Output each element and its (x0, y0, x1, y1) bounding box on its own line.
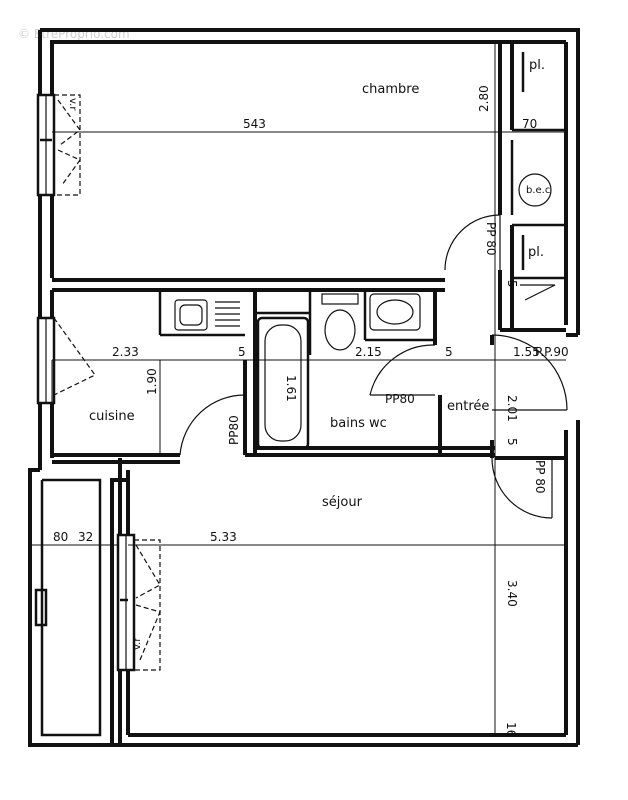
dim-wall-5d: 5 (505, 280, 519, 288)
room-sejour: séjour (322, 495, 363, 510)
dim-wall-5c: 5 (505, 438, 519, 446)
door-pp80-sejour: PP 80 (533, 460, 547, 494)
room-cuisine: cuisine (89, 409, 135, 424)
water-heater-bec: b.e.c (526, 185, 550, 196)
door-pp80-bath: PP80 (385, 392, 415, 406)
room-labels: chambre cuisine bains wc entrée séjour p… (89, 58, 550, 510)
bathtub (256, 316, 310, 450)
dimension-lines (30, 42, 566, 735)
dim-entree-width: 1.55 (513, 345, 540, 359)
closet-pl-mid: pl. (528, 245, 544, 260)
dim-kitchen-depth: 1.90 (145, 368, 159, 395)
dim-closet-width: 70 (522, 117, 537, 131)
dimension-labels: 543 2.80 70 2.33 1.90 5 2.15 5 1.55 P.P.… (53, 85, 569, 737)
window-vr-bottom-label: v.r (132, 637, 143, 650)
water-heater (518, 173, 552, 207)
dim-bath-depth: 1.61 (284, 375, 298, 402)
washbasin (369, 293, 421, 331)
outer-walls (28, 28, 580, 747)
dim-sejour-width: 5.33 (210, 530, 237, 544)
windows: v.r v.r (34, 93, 161, 672)
dim-bottom-16: 16 (504, 722, 518, 737)
window-vr-top-label: v.r (67, 98, 78, 111)
room-chambre: chambre (362, 82, 419, 97)
closet-pl-top: pl. (529, 58, 545, 73)
door-labels: PP 80 PP80 PP80 PP 80 (227, 222, 547, 494)
room-bains-wc: bains wc (330, 416, 387, 431)
dim-kitchen-width: 2.33 (112, 345, 139, 359)
dim-bath-width: 2.15 (355, 345, 382, 359)
fixtures (174, 52, 552, 450)
dim-wall-5a: 5 (238, 345, 246, 359)
dim-door-pp90: P.P.90 (535, 345, 569, 359)
dim-sejour-depth: 3.40 (505, 580, 519, 607)
dim-balcony-a: 80 (53, 530, 68, 544)
dim-entree-depth: 2.01 (505, 395, 519, 422)
dim-chambre-width: 543 (243, 117, 266, 131)
dim-chambre-depth: 2.80 (477, 85, 491, 112)
toilet (321, 293, 359, 351)
interior-walls (52, 42, 566, 464)
kitchen-sink (174, 299, 240, 331)
doors (179, 214, 568, 519)
door-pp80-chambre: PP 80 (484, 222, 498, 256)
room-entree: entrée (447, 399, 489, 414)
dim-wall-5b: 5 (445, 345, 453, 359)
dim-balcony-b: 32 (78, 530, 93, 544)
door-pp80-kitchen: PP80 (227, 415, 241, 445)
